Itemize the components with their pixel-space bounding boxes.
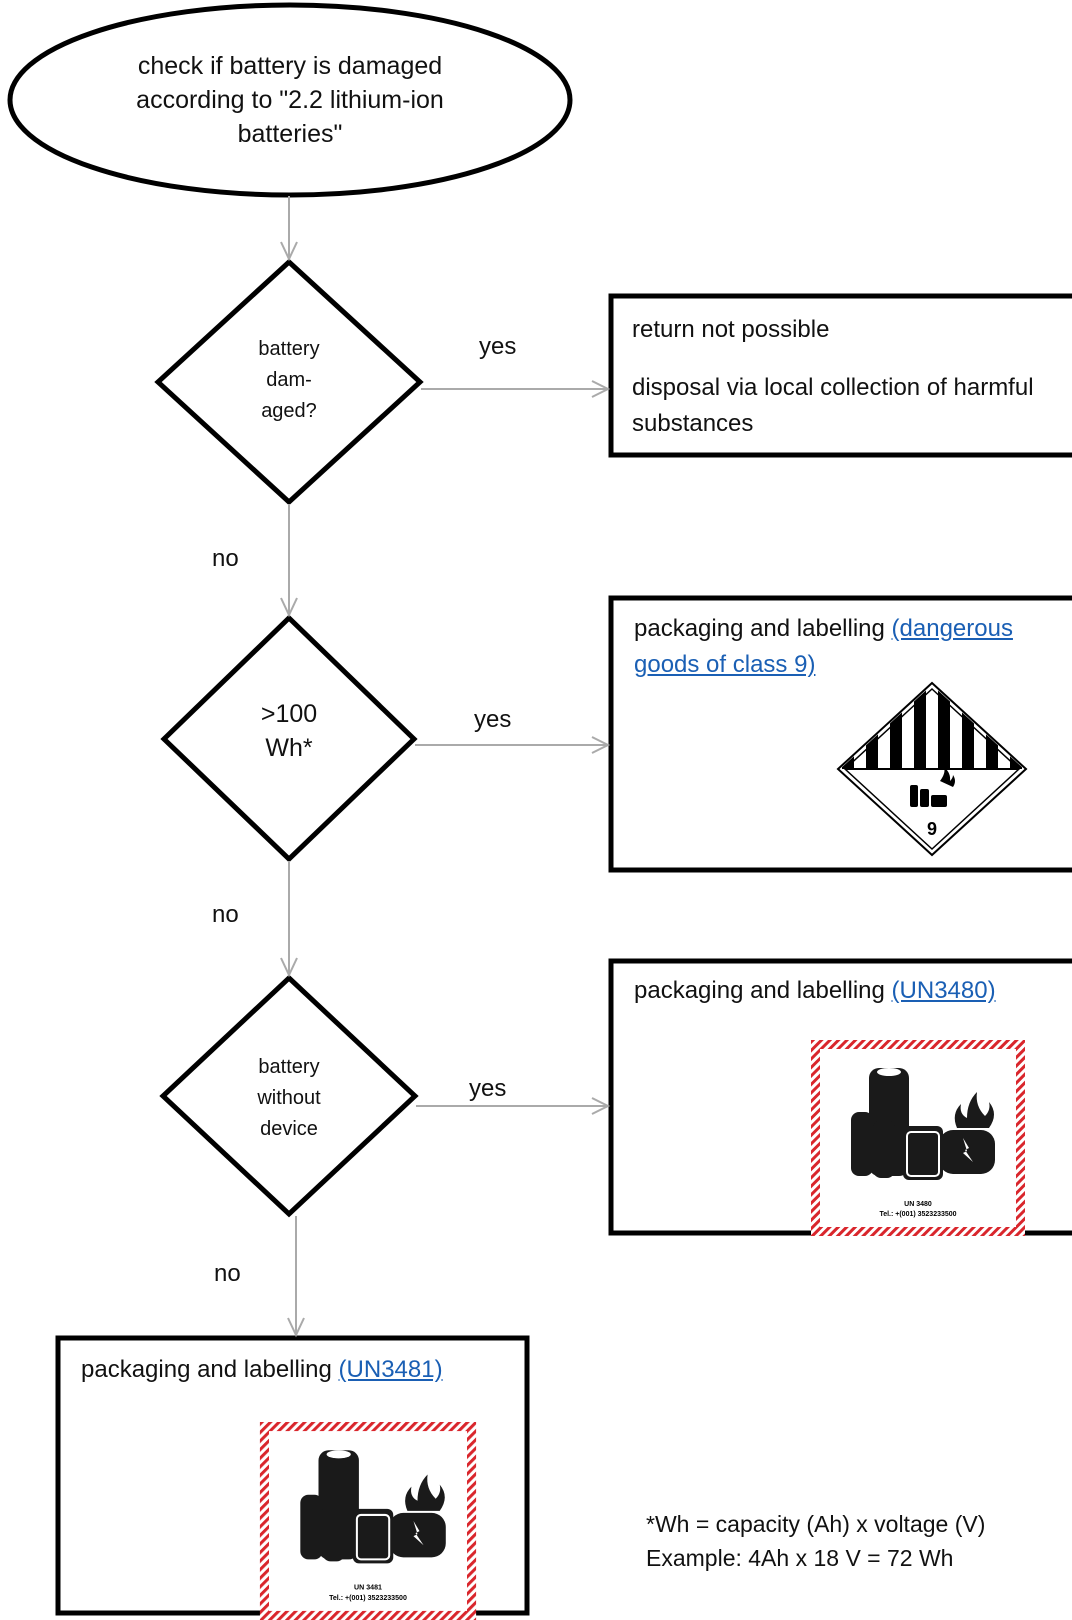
start-ellipse (7, 2, 573, 198)
outcome-not-possible-line1: return not possible (632, 316, 830, 343)
decision-damaged-text: battery dam- aged? (219, 334, 359, 427)
edge-no-label-1: no (212, 545, 239, 572)
outcome-un3481-prefix: packaging and labelling (81, 1356, 339, 1383)
edge-yes-label-2: yes (474, 706, 512, 733)
decision-over100-line2: Wh* (265, 734, 313, 762)
decision-without-device-text: battery without device (219, 1052, 359, 1145)
outcome-un3480-prefix: packaging and labelling (634, 977, 892, 1004)
decision-damaged-diamond (154, 258, 424, 506)
un3481-label-tel: Tel.: +(001) 3523233500 (329, 1595, 407, 1602)
edge-yes-label-3: yes (469, 1075, 507, 1102)
edge-no-label-2: no (212, 901, 239, 928)
start-text: check if battery is damaged according to… (136, 52, 444, 148)
outcome-un3480-text: packaging and labelling (UN3480) (634, 973, 1054, 1009)
outcome-class9-box (608, 595, 1072, 873)
footnote: *Wh = capacity (Ah) x voltage (V) Exampl… (646, 1507, 985, 1575)
outcome-class9-prefix: packaging and labelling (634, 615, 892, 642)
footnote-line1: *Wh = capacity (Ah) x voltage (V) (646, 1511, 986, 1537)
class9-label-number: 9 (927, 819, 937, 839)
decision-without-device-line2: without (257, 1087, 321, 1109)
un3480-label-code: UN 3480 (904, 1201, 932, 1208)
class9-link[interactable]: (dangerous goods of class 9) (634, 615, 1013, 678)
outcome-un3481-text: packaging and labelling (UN3481) (81, 1352, 521, 1388)
decision-without-device-line3: device (260, 1118, 318, 1140)
edge-no-label-3: no (214, 1260, 241, 1287)
decision-damaged-line2: dam- (266, 369, 312, 391)
un3481-link[interactable]: (UN3481) (338, 1356, 443, 1383)
footnote-line2: Example: 4Ah x 18 V = 72 Wh (646, 1545, 954, 1571)
un3480-battery-label: UN 3480 Tel.: +(001) 3523233500 (811, 1040, 1025, 1236)
un3480-link[interactable]: (UN3480) (891, 977, 996, 1004)
un3481-label-code: UN 3481 (354, 1585, 382, 1592)
decision-damaged-line1: battery (258, 338, 320, 360)
un3481-battery-label: UN 3481 Tel.: +(001) 3523233500 (259, 1422, 477, 1620)
decision-over100-diamond (160, 614, 418, 863)
decision-over100-line1: >100 (260, 700, 318, 728)
decision-without-device-line1: battery (258, 1056, 320, 1078)
outcome-not-possible-box (608, 293, 1072, 458)
un3480-label-tel: Tel.: +(001) 3523233500 (879, 1211, 956, 1218)
outcome-class9-text: packaging and labelling (dangerous goods… (634, 611, 1054, 683)
decision-without-device-diamond (159, 974, 419, 1218)
outcome-not-possible-line2: disposal via local collection of harmful… (632, 374, 1034, 437)
decision-over100-text: >100 Wh* (219, 697, 359, 765)
edge-yes-label-1: yes (479, 333, 517, 360)
decision-damaged-line3: aged? (261, 400, 317, 422)
class9-hazard-label: 9 (836, 681, 1028, 857)
outcome-not-possible-text: return not possible disposal via local c… (632, 312, 1052, 442)
